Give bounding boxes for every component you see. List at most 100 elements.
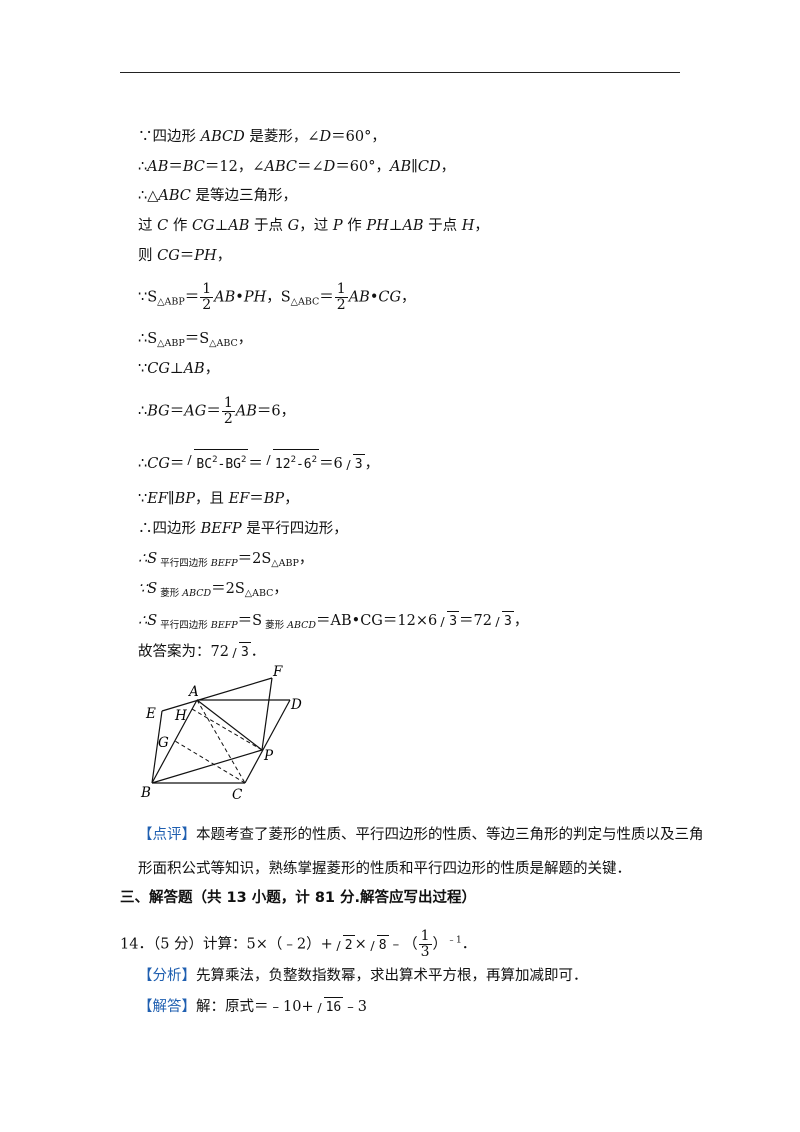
text: ） bbox=[432, 936, 448, 953]
geometry-figure: A F D E H G P B C bbox=[140, 665, 302, 803]
text: 于点 bbox=[423, 218, 462, 234]
segment-ph bbox=[191, 708, 263, 751]
text: 是等边三角形， bbox=[190, 188, 297, 204]
sqrt-sign: 3 bbox=[438, 611, 460, 631]
analysis-line: 【分析】先算乘法，负整数指数幂，求出算术平方根，再算加减即可． bbox=[138, 967, 588, 985]
text: ． bbox=[250, 644, 266, 660]
text: C bbox=[157, 218, 169, 234]
text: ＝72 bbox=[459, 613, 492, 629]
text: BC bbox=[196, 457, 213, 472]
label-h: H bbox=[174, 708, 187, 724]
radicand: 2 bbox=[342, 934, 355, 955]
label-f: F bbox=[272, 665, 283, 680]
text: BC bbox=[182, 159, 205, 175]
text: ＝12，∠ bbox=[204, 159, 265, 175]
subscript: BEFP bbox=[210, 620, 238, 631]
solution-line-2: ∴AB＝BC＝12，∠ABC＝∠D＝60°，AB∥CD， bbox=[138, 158, 455, 176]
text: 先算乘法，负整数指数幂，求出算术平方根，再算加减即可． bbox=[196, 968, 588, 984]
radicand: 122-62 bbox=[272, 449, 320, 474]
text: ＝ bbox=[168, 159, 183, 175]
text: ＝S bbox=[184, 331, 210, 347]
analysis-tag: 【分析】 bbox=[138, 968, 196, 984]
text: CG bbox=[157, 248, 180, 264]
text: ， bbox=[474, 218, 489, 234]
comment-tag: 【点评】 bbox=[138, 827, 196, 843]
label-d: D bbox=[290, 697, 302, 713]
label-p: P bbox=[263, 748, 274, 764]
text: -BG bbox=[217, 457, 241, 472]
superscript: 2 bbox=[290, 455, 296, 465]
text: CG bbox=[147, 361, 170, 377]
superscript: ﹣1 bbox=[447, 935, 462, 946]
segment-fp bbox=[261, 677, 273, 751]
text: 是菱形，∠ bbox=[244, 129, 320, 145]
numerator: 1 bbox=[418, 928, 432, 945]
numerator: 1 bbox=[221, 395, 235, 412]
text: × bbox=[354, 936, 367, 953]
text: D bbox=[323, 159, 336, 175]
text: ∵四边形 bbox=[138, 129, 201, 145]
subscript: 菱形 bbox=[262, 620, 288, 631]
subscript: ABCD bbox=[182, 588, 212, 599]
text: ， bbox=[216, 248, 232, 264]
subscript: 菱形 bbox=[157, 588, 183, 599]
text: ＝ bbox=[184, 289, 200, 306]
text: ∴S bbox=[138, 551, 158, 567]
text: AB bbox=[147, 159, 169, 175]
text: BP bbox=[263, 491, 285, 507]
section-title: 三、解答题（共 13 小题，计 81 分.解答应写出过程） bbox=[120, 889, 476, 907]
text: ， bbox=[401, 289, 416, 306]
subscript: △ABP bbox=[157, 338, 185, 349]
denominator: 2 bbox=[223, 411, 233, 427]
superscript: 2 bbox=[240, 455, 247, 465]
sqrt-sign: 2 bbox=[334, 934, 355, 955]
text: 作 bbox=[168, 218, 192, 234]
text: ⊥ bbox=[214, 218, 229, 234]
text: G bbox=[287, 218, 300, 234]
subscript: △ABC bbox=[209, 338, 238, 349]
solution-line-7: ∴S△ABP＝S△ABC， bbox=[138, 330, 252, 353]
subscript: ABCD bbox=[287, 620, 317, 631]
text: 作 bbox=[342, 218, 367, 234]
text: 过 bbox=[138, 218, 158, 234]
answer-line: 【解答】解：原式＝﹣10+16﹣3 bbox=[138, 997, 367, 1017]
text: EF bbox=[147, 491, 168, 507]
text: ＝ bbox=[248, 456, 263, 472]
text: 则 bbox=[138, 248, 158, 264]
solution-line-8: ∵CG⊥AB， bbox=[138, 360, 219, 378]
sqrt-sign: 3 bbox=[493, 611, 514, 631]
sqrt-sign: 3 bbox=[344, 454, 365, 474]
text: AB bbox=[183, 361, 205, 377]
text: ABC bbox=[158, 188, 191, 204]
text: ＝ bbox=[249, 491, 264, 507]
segment-ef bbox=[161, 677, 273, 712]
text: ∥ bbox=[411, 159, 418, 175]
radicand: 16 bbox=[323, 997, 344, 1017]
text: ＝6， bbox=[256, 403, 296, 420]
text: AB bbox=[390, 159, 412, 175]
text: 是平行四边形， bbox=[241, 521, 348, 537]
text: ∴ bbox=[138, 403, 148, 420]
text: PH bbox=[194, 248, 217, 264]
superscript: 2 bbox=[311, 455, 318, 465]
subscript: 平行四边形 bbox=[157, 558, 211, 569]
text: D bbox=[319, 129, 332, 145]
text: ＝60°， bbox=[335, 159, 391, 175]
text: ． bbox=[461, 936, 477, 953]
subscript: △ABP bbox=[271, 558, 299, 569]
label-g: G bbox=[158, 735, 169, 751]
text: ∴ bbox=[138, 456, 148, 472]
label-a: A bbox=[187, 684, 199, 700]
radicand: 3 bbox=[447, 611, 460, 631]
text: ＝AB•CG＝12×6 bbox=[316, 613, 438, 629]
segment-ab bbox=[151, 699, 198, 784]
sqrt-sign: 3 bbox=[230, 642, 251, 662]
text: CD bbox=[417, 159, 441, 175]
segment-be bbox=[151, 710, 163, 784]
superscript: 2 bbox=[212, 455, 218, 465]
text: ＝60°， bbox=[331, 129, 386, 145]
text: PH bbox=[366, 218, 389, 234]
